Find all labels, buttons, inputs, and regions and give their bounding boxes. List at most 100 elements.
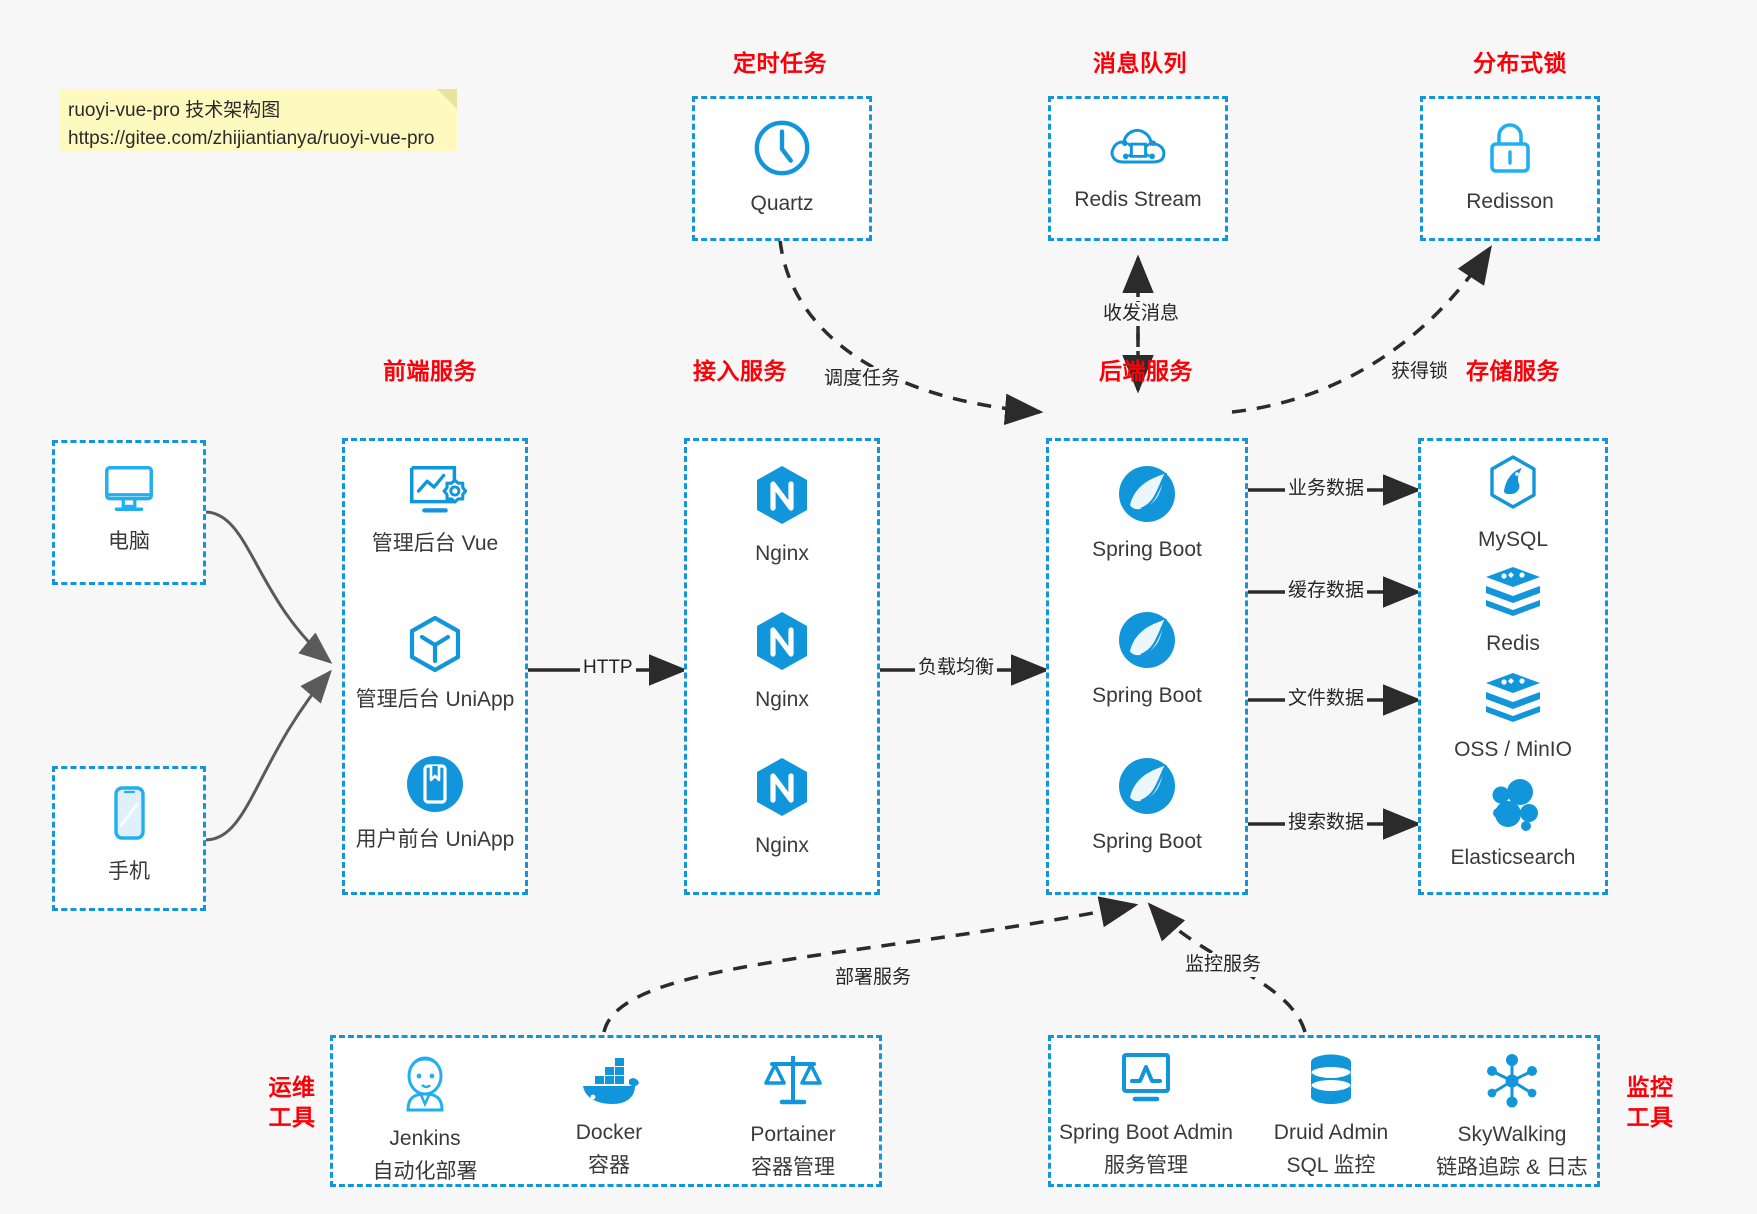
scales-icon (762, 1050, 824, 1115)
group-title-backend: 后端服务 (1099, 358, 1193, 384)
node-quartz[interactable]: Quartz (695, 117, 869, 217)
group-box-frontend: 管理后台 Vue 管理后台 UniApp 用户前台 UniApp (342, 438, 528, 895)
group-title-monitor-line1: 监控 (1626, 1074, 1674, 1100)
edge-label-lb: 负载均衡 (915, 656, 998, 680)
monitor-chart-icon (1115, 1050, 1177, 1113)
node-sublabel-docker: 容器 (588, 1154, 630, 1177)
node-sublabel-spring-boot-admin: 服务管理 (1104, 1154, 1188, 1177)
nginx-icon (752, 463, 812, 534)
node-spring-boot-3[interactable]: Spring Boot (1049, 755, 1245, 855)
node-mobile[interactable]: 手机 (55, 783, 203, 885)
group-title-frontend: 前端服务 (383, 358, 477, 384)
node-sublabel-druid-admin: SQL 监控 (1286, 1154, 1376, 1177)
monitor-gear-icon (403, 461, 468, 524)
node-label-druid-admin: Druid Admin (1273, 1121, 1389, 1144)
note-fold-corner (437, 89, 457, 109)
group-box-distributed-lock: Redisson (1420, 96, 1600, 241)
node-spring-boot-1[interactable]: Spring Boot (1049, 463, 1245, 563)
node-oss-minio[interactable]: OSS / MinIO (1421, 669, 1605, 763)
node-jenkins[interactable]: Jenkins 自动化部署 (333, 1052, 517, 1185)
node-label-portainer: Portainer (750, 1123, 836, 1146)
node-label-desktop: 电脑 (108, 530, 150, 553)
edge-label-search: 搜索数据 (1285, 811, 1368, 835)
node-label-redisson: Redisson (1466, 190, 1554, 213)
node-desktop[interactable]: 电脑 (55, 461, 203, 555)
docker-icon (577, 1056, 641, 1113)
group-title-monitor: 监控 工具 (1620, 1072, 1680, 1132)
spring-icon (1116, 755, 1178, 822)
node-label-user-uniapp: 用户前台 UniApp (355, 828, 515, 851)
node-admin-vue[interactable]: 管理后台 Vue (345, 461, 525, 557)
node-sublabel-portainer: 容器管理 (751, 1156, 835, 1179)
node-sublabel-jenkins: 自动化部署 (372, 1160, 478, 1183)
elasticsearch-icon (1482, 775, 1544, 838)
edge-label-lock: 获得锁 (1388, 360, 1452, 384)
node-spring-boot-2[interactable]: Spring Boot (1049, 609, 1245, 709)
node-label-spring-boot-1: Spring Boot (1092, 538, 1202, 561)
node-label-docker: Docker (575, 1121, 643, 1144)
node-mysql[interactable]: MySQL (1421, 453, 1605, 553)
node-druid-admin[interactable]: Druid Admin SQL 监控 (1241, 1052, 1421, 1179)
node-label-nginx-2: Nginx (755, 688, 809, 711)
node-redis[interactable]: Redis (1421, 563, 1605, 657)
node-label-elasticsearch: Elasticsearch (1450, 846, 1576, 869)
node-nginx-2[interactable]: Nginx (687, 609, 877, 713)
node-nginx-3[interactable]: Nginx (687, 755, 877, 859)
spring-icon (1116, 609, 1178, 676)
group-box-devops: Jenkins 自动化部署 Docker 容器 (330, 1035, 882, 1187)
node-elasticsearch[interactable]: Elasticsearch (1421, 775, 1605, 871)
app-card-icon (404, 753, 466, 820)
node-docker[interactable]: Docker 容器 (517, 1056, 701, 1179)
group-box-storage: MySQL Redis (1418, 438, 1608, 895)
skywalking-icon (1482, 1052, 1542, 1115)
group-title-message-queue: 消息队列 (1093, 50, 1187, 76)
group-title-storage: 存储服务 (1466, 358, 1560, 384)
title-note: ruoyi-vue-pro 技术架构图 https://gitee.com/zh… (59, 89, 457, 151)
mobile-icon (106, 783, 152, 852)
group-box-gateway: Nginx Nginx Nginx (684, 438, 880, 895)
node-redisson[interactable]: Redisson (1423, 117, 1597, 215)
edge-label-http: HTTP (580, 656, 636, 680)
node-nginx-1[interactable]: Nginx (687, 463, 877, 567)
cloud-stream-icon (1106, 117, 1170, 180)
note-line-1: ruoyi-vue-pro 技术架构图 (68, 100, 281, 121)
node-label-nginx-3: Nginx (755, 834, 809, 857)
group-box-monitor: Spring Boot Admin 服务管理 Druid Admin SQL 监… (1048, 1035, 1600, 1187)
database-icon (1303, 1052, 1359, 1113)
edge-label-file: 文件数据 (1285, 687, 1368, 711)
node-label-spring-boot-2: Spring Boot (1092, 684, 1202, 707)
mysql-icon (1484, 453, 1542, 520)
node-user-uniapp[interactable]: 用户前台 UniApp (345, 753, 525, 853)
cube-icon (404, 613, 466, 680)
lock-icon (1481, 117, 1539, 182)
node-label-oss-minio: OSS / MinIO (1454, 738, 1572, 761)
edge-label-mq: 收发消息 (1100, 302, 1183, 326)
group-box-backend: Spring Boot Spring Boot Spring Boot (1046, 438, 1248, 895)
edge-label-cache: 缓存数据 (1285, 579, 1368, 603)
node-redis-stream[interactable]: Redis Stream (1051, 117, 1225, 213)
nginx-icon (752, 609, 812, 680)
edge-label-schedule: 调度任务 (821, 367, 904, 391)
group-title-scheduled-task: 定时任务 (733, 50, 827, 76)
group-box-client-mobile: 手机 (52, 766, 206, 911)
redis-icon (1482, 669, 1544, 730)
edge-label-observe: 监控服务 (1182, 953, 1265, 977)
node-label-mysql: MySQL (1477, 528, 1548, 551)
redis-icon (1482, 563, 1544, 624)
clock-icon (751, 117, 813, 184)
node-label-nginx-1: Nginx (755, 542, 809, 565)
node-label-admin-uniapp: 管理后台 UniApp (355, 688, 515, 711)
group-box-scheduled-task: Quartz (692, 96, 872, 241)
node-label-quartz: Quartz (750, 192, 814, 215)
node-admin-uniapp[interactable]: 管理后台 UniApp (345, 613, 525, 713)
node-label-redis: Redis (1486, 632, 1540, 655)
nginx-icon (752, 755, 812, 826)
node-label-admin-vue: 管理后台 Vue (371, 532, 499, 555)
group-title-devops-line2: 工具 (268, 1104, 316, 1130)
group-title-monitor-line2: 工具 (1626, 1104, 1674, 1130)
node-sublabel-skywalking: 链路追踪 & 日志 (1436, 1156, 1588, 1179)
node-portainer[interactable]: Portainer 容器管理 (701, 1050, 885, 1181)
node-skywalking[interactable]: SkyWalking 链路追踪 & 日志 (1421, 1052, 1603, 1181)
group-title-devops-line1: 运维 (268, 1074, 316, 1100)
node-spring-boot-admin[interactable]: Spring Boot Admin 服务管理 (1051, 1050, 1241, 1179)
